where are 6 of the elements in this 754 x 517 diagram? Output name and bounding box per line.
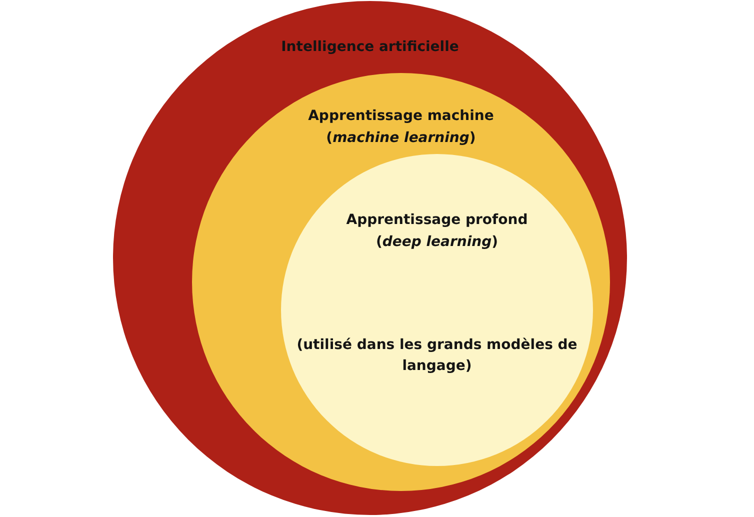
note-text: (utilisé dans les grands modèles de langage) (296, 336, 578, 376)
circle-subtitle: (machine learning) (326, 129, 476, 148)
circle-title: Intelligence artificielle (281, 38, 459, 57)
circle-subtitle: (deep learning) (376, 233, 498, 252)
circle-title: Apprentissage profond (346, 211, 528, 230)
circle-title: Apprentissage machine (308, 107, 494, 126)
